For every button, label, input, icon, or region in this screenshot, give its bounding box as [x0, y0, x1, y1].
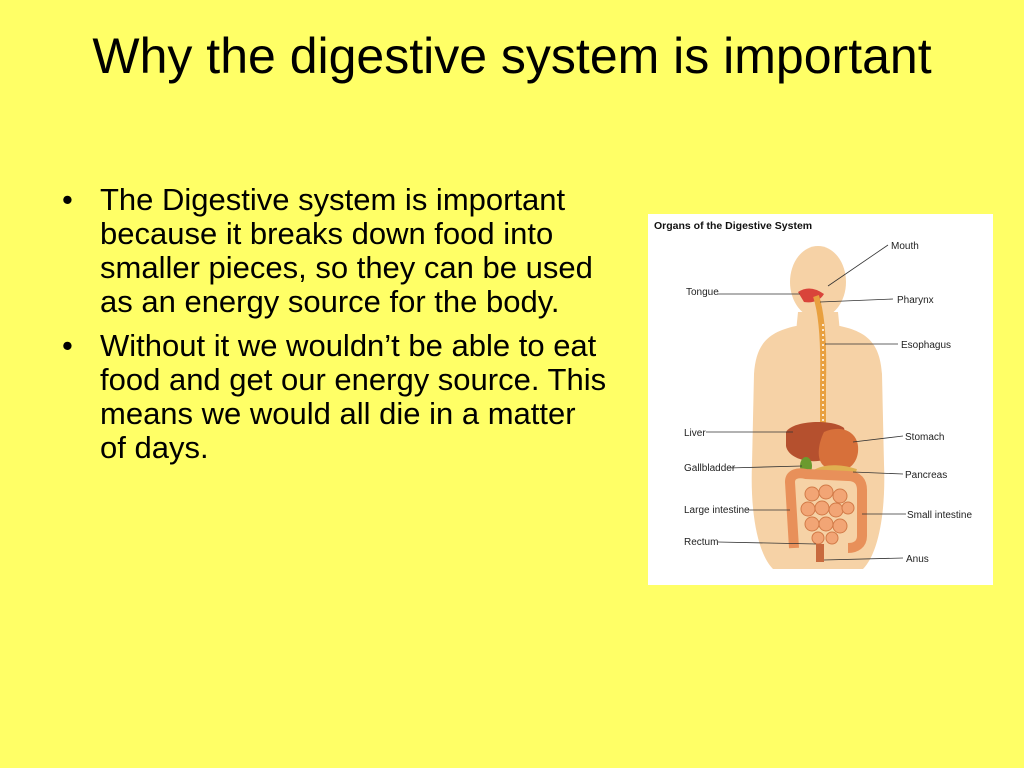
- bullet-list: • The Digestive system is important beca…: [62, 183, 607, 475]
- label-rectum: Rectum: [684, 537, 718, 548]
- leader-lines: [706, 244, 906, 561]
- label-pancreas: Pancreas: [905, 470, 947, 481]
- label-tongue: Tongue: [686, 287, 719, 298]
- bullet-item: • Without it we wouldn’t be able to eat …: [62, 329, 607, 465]
- bullet-text: The Digestive system is important becaus…: [100, 182, 593, 319]
- small-intestine-shape: [800, 484, 855, 545]
- label-small-intestine: Small intestine: [907, 510, 972, 521]
- digestive-diagram: Organs of the Digestive System: [654, 220, 972, 569]
- bullet-text: Without it we wouldn’t be able to eat fo…: [100, 328, 607, 465]
- slide-title: Why the digestive system is important: [92, 28, 932, 84]
- label-liver: Liver: [684, 428, 706, 439]
- digestive-system-figure: Organs of the Digestive System: [648, 214, 993, 585]
- label-gallbladder: Gallbladder: [684, 463, 736, 474]
- figure-title: Organs of the Digestive System: [654, 220, 812, 232]
- label-anus: Anus: [906, 554, 929, 565]
- label-large-intestine: Large intestine: [684, 505, 750, 516]
- label-pharynx: Pharynx: [897, 295, 934, 306]
- bullet-icon: •: [62, 328, 73, 363]
- large-intestine-shape: [784, 468, 867, 553]
- stomach-shape: [818, 428, 859, 471]
- bullet-icon: •: [62, 182, 73, 217]
- esophagus-shape: [813, 295, 827, 436]
- label-mouth: Mouth: [891, 241, 919, 252]
- bullet-item: • The Digestive system is important beca…: [62, 183, 607, 319]
- label-stomach: Stomach: [905, 432, 944, 443]
- label-esophagus: Esophagus: [901, 340, 951, 351]
